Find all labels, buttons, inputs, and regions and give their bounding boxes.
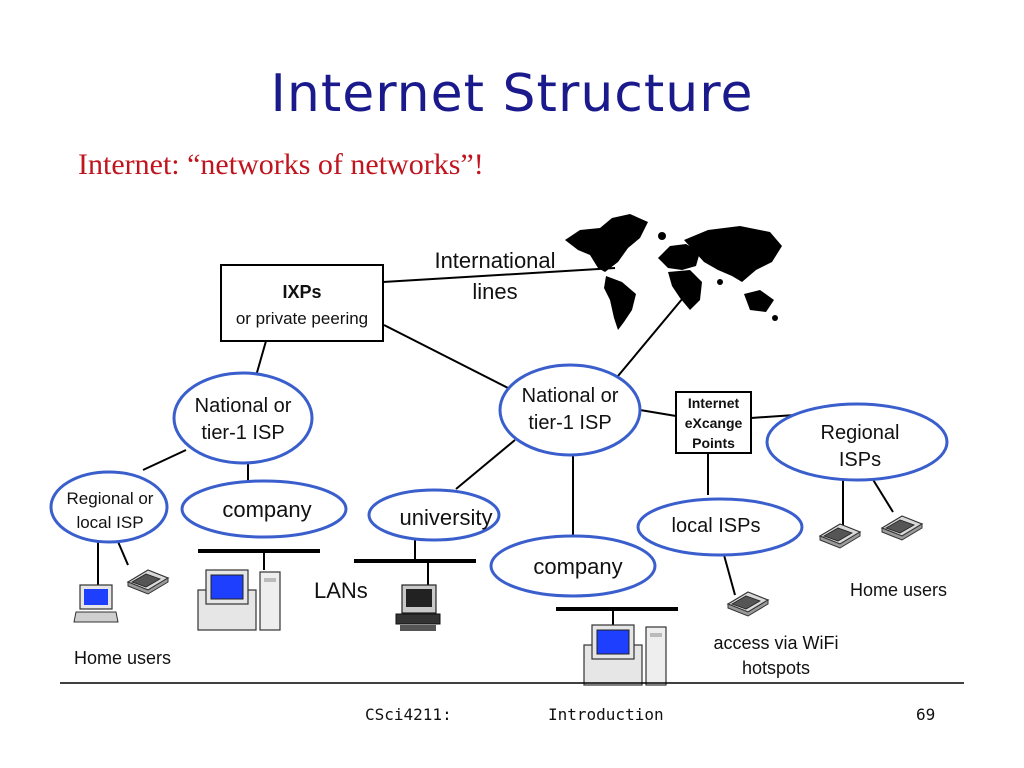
company-center-ellipse: [489, 534, 657, 598]
ixp-box-subtitle: or private peering: [235, 309, 369, 328]
regional-local-isp-label: Regional or local ISP: [66, 489, 154, 532]
wifi-label: access via WiFi hotspots: [713, 633, 839, 678]
university-ellipse: [367, 488, 501, 542]
desktop-pc-icon: [73, 584, 119, 623]
world-map-icon: [565, 214, 782, 330]
company-left-label: company: [222, 497, 312, 522]
ixp-small-box: [675, 391, 752, 454]
pc-tower-icon: [583, 624, 667, 686]
local-isps-label: local ISPs: [671, 515, 761, 537]
slide-title: Internet Structure: [270, 64, 754, 124]
pc-tower-icon: [197, 569, 281, 631]
footer-course: CSci4211:: [365, 705, 452, 724]
home-users-left-label: Home users: [74, 648, 172, 668]
national-isp-center-label: National or tier-1 ISP: [521, 385, 619, 434]
footer-page-number: 69: [916, 705, 936, 724]
local-isps-ellipse: [636, 497, 804, 557]
connection-lines: [97, 267, 894, 640]
international-lines-label: International lines: [434, 248, 556, 304]
university-label: university: [399, 505, 493, 530]
laptop-icon: [819, 523, 861, 549]
home-users-right-label: Home users: [850, 580, 948, 600]
laptop-icon: [127, 569, 169, 595]
workstation-icon: [395, 584, 441, 631]
slide-subtitle: Internet: “networks of networks”!: [78, 148, 484, 181]
lans-label: LANs: [314, 578, 368, 603]
regional-isps-label: Regional ISPs: [820, 422, 900, 471]
regional-local-isp-ellipse: [49, 470, 169, 544]
ixp-small-label: Internet eXcange Points: [684, 395, 743, 451]
laptop-icon: [881, 515, 923, 541]
ixp-box-title: IXPs: [282, 282, 322, 302]
footer-section: Introduction: [548, 705, 664, 724]
regional-isps-ellipse: [765, 402, 949, 482]
ixp-box: [220, 264, 384, 342]
lan-bars: [198, 549, 678, 611]
national-isp-left-ellipse: [172, 371, 314, 465]
national-isp-center-ellipse: [498, 363, 642, 457]
company-center-label: company: [533, 554, 623, 579]
laptop-icon: [727, 591, 769, 617]
company-left-ellipse: [180, 479, 348, 539]
national-isp-left-label: National or tier-1 ISP: [194, 395, 292, 444]
